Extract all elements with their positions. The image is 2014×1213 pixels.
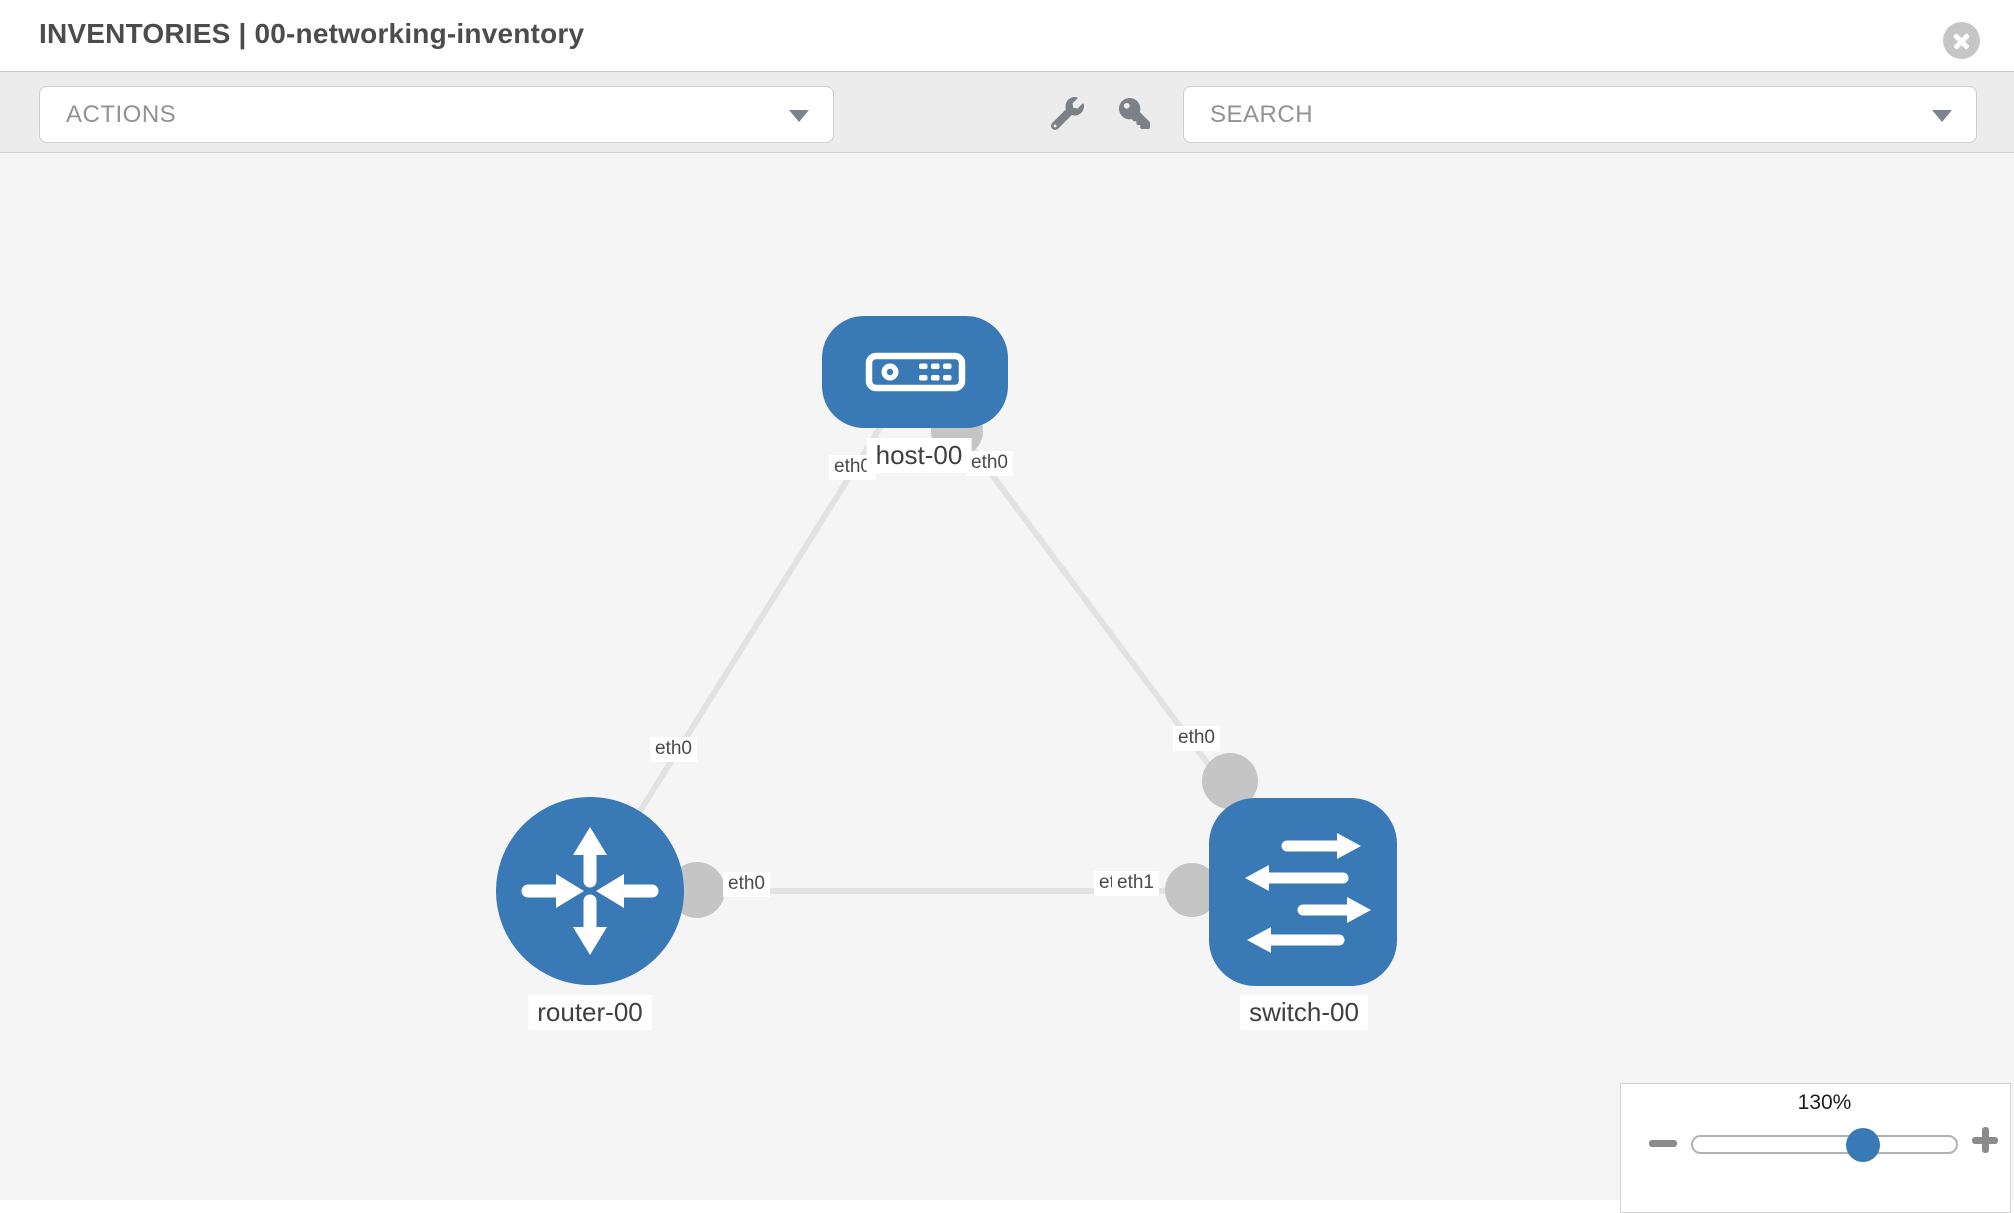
zoom-slider[interactable] (1691, 1128, 1958, 1162)
topology-svg (496, 316, 1397, 986)
key-icon (1118, 97, 1150, 129)
zoom-out-button[interactable] (1649, 1140, 1677, 1147)
topology-canvas[interactable] (0, 153, 2014, 1200)
iface-label-router-eth0-uplink: eth0 (650, 737, 697, 762)
iface-label-switch-eth1: eth1 (1112, 871, 1159, 896)
chevron-down-icon (789, 110, 809, 122)
host-icon (865, 352, 966, 392)
switch-icon (1245, 833, 1371, 953)
wrench-icon (1050, 96, 1084, 130)
zoom-level-value: 130% (1797, 1091, 1852, 1114)
actions-dropdown-label: ACTIONS (66, 100, 177, 128)
router-node-shape[interactable] (496, 797, 684, 985)
port-switch-eth1 (1165, 863, 1219, 917)
switch-node-shape[interactable] (1209, 798, 1397, 986)
iface-label-router-eth0: eth0 (723, 872, 770, 897)
search-dropdown[interactable]: SEARCH (1183, 86, 1977, 143)
chevron-down-icon (1932, 110, 1952, 122)
credentials-button[interactable] (1112, 85, 1156, 141)
zoom-slider-thumb[interactable] (1846, 1128, 1880, 1162)
panel-header: INVENTORIES | 00-networking-inventory (0, 0, 2014, 71)
page-title: INVENTORIES | 00-networking-inventory (39, 18, 585, 49)
host-node-shape[interactable] (822, 316, 1008, 428)
tools-button[interactable] (1045, 85, 1089, 141)
zoom-panel: 130% (1620, 1083, 2011, 1213)
node-switch-00[interactable] (1209, 798, 1397, 986)
router-icon (521, 827, 659, 955)
node-label-switch-00: switch-00 (1240, 995, 1368, 1031)
node-router-00[interactable] (496, 797, 684, 985)
plus-icon (1981, 1127, 1989, 1153)
iface-label-host-eth0-right: eth0 (966, 451, 1013, 476)
node-label-router-00: router-00 (528, 995, 652, 1031)
search-placeholder: SEARCH (1210, 100, 1314, 128)
node-label-host-00: host-00 (866, 438, 972, 474)
toolbar: ACTIONS SEARCH (0, 71, 2014, 153)
port-switch-eth0 (1202, 753, 1258, 809)
close-button[interactable] (1943, 22, 1980, 59)
zoom-in-button[interactable] (1972, 1127, 1998, 1153)
node-host-00[interactable] (822, 316, 1008, 428)
iface-label-switch-eth0: eth0 (1173, 726, 1220, 751)
actions-dropdown[interactable]: ACTIONS (39, 86, 834, 143)
